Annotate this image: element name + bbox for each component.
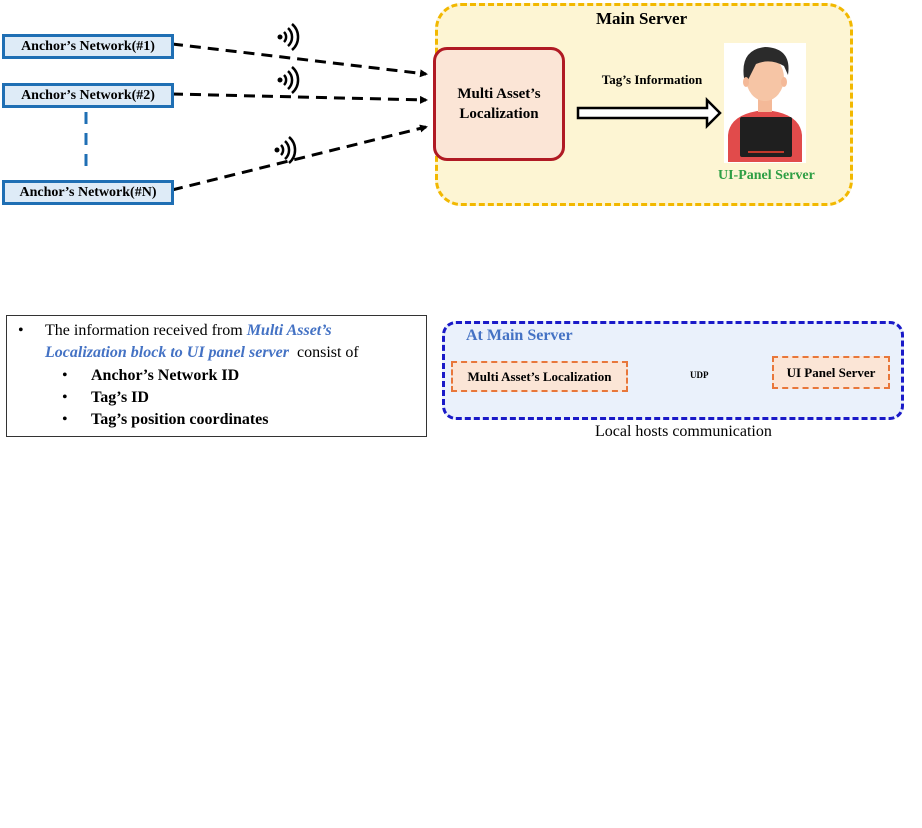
info-line-1: The information received from Multi Asse…	[45, 322, 332, 340]
udp-label: UDP	[690, 370, 709, 380]
bullet-icon: •	[62, 367, 68, 384]
wifi-icon	[277, 66, 300, 94]
tag-information-label: Tag’s Information	[601, 72, 703, 87]
bullet-icon: •	[62, 389, 68, 406]
anchor-network-n: Anchor’s Network(#N)	[2, 180, 174, 205]
local-ui-panel-box: UI Panel Server	[772, 356, 890, 389]
link-anchor-2	[171, 92, 428, 104]
info-box	[6, 315, 427, 437]
info-line-1-text: The information received from	[45, 322, 247, 339]
at-main-server-title: At Main Server	[466, 327, 573, 344]
local-hosts-caption: Local hosts communication	[595, 423, 772, 440]
wifi-icon	[277, 23, 300, 51]
link-anchor-1	[171, 42, 428, 78]
info-highlight-2: Localization block to UI panel server	[45, 344, 289, 361]
bullet-icon: •	[18, 322, 24, 339]
wifi-icon	[274, 136, 297, 164]
tag-info-arrow	[576, 96, 722, 130]
user-laptop-icon	[724, 43, 806, 163]
multi-asset-localization-block: Multi Asset’s Localization	[433, 47, 565, 161]
local-localization-box: Multi Asset’s Localization	[451, 361, 628, 392]
anchor-network-2: Anchor’s Network(#2)	[2, 83, 174, 108]
ui-panel-server-label: UI-Panel Server	[718, 168, 815, 183]
anchor-network-1: Anchor’s Network(#1)	[2, 34, 174, 59]
bullet-icon: •	[62, 411, 68, 428]
multi-asset-localization-label: Multi Asset’s Localization	[457, 86, 541, 122]
info-item-network-id: Anchor’s Network ID	[91, 367, 240, 384]
local-localization-label: Multi Asset’s Localization	[467, 368, 612, 384]
local-ui-panel-label: UI Panel Server	[786, 364, 876, 380]
main-server-title: Main Server	[596, 9, 688, 28]
info-item-position: Tag’s position coordinates	[91, 411, 269, 428]
info-line-2-text: consist of	[288, 344, 359, 361]
link-anchor-n	[171, 124, 428, 192]
info-highlight-1: Multi Asset’s	[246, 322, 332, 339]
info-line-2: Localization block to UI panel server co…	[45, 344, 359, 362]
info-item-tag-id: Tag’s ID	[91, 389, 149, 406]
